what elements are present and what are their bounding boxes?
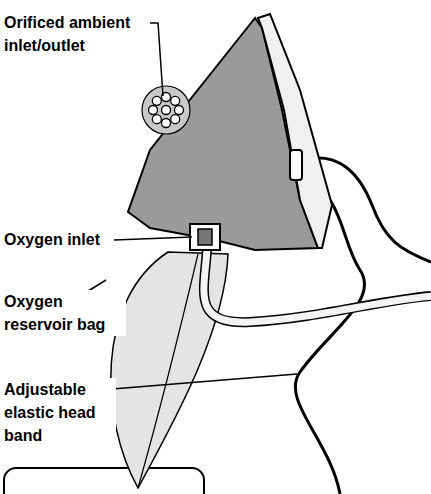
leader-line [114,237,192,240]
reservoir-bag [111,252,228,488]
bag-seam [138,254,198,488]
oxygen-inlet [198,229,212,245]
orifice-hole [171,96,180,105]
leader-line [150,23,163,96]
oxygen-tube [204,248,431,322]
strap-clip [290,150,302,180]
orifice-hole [152,96,161,105]
mask-rim [258,14,332,248]
orifice-hole [149,106,158,115]
orifice-hole [152,115,161,124]
part-label: Adjustable elastic head band [4,378,116,447]
leader-line [100,374,297,390]
orifice-hole [175,106,184,115]
oxygen-inlet [190,224,220,250]
orifice-hole [162,119,171,128]
frame-box [4,468,204,494]
orifice-hole [162,106,171,115]
orifice-valve [142,86,190,134]
part-label: Oxygen inlet [4,228,114,251]
part-label: Orificed ambient inlet/outlet [4,11,150,57]
orifice-hole [171,115,180,124]
part-label: Oxygen reservoir bag [4,290,126,336]
orifice-holes [149,93,184,128]
